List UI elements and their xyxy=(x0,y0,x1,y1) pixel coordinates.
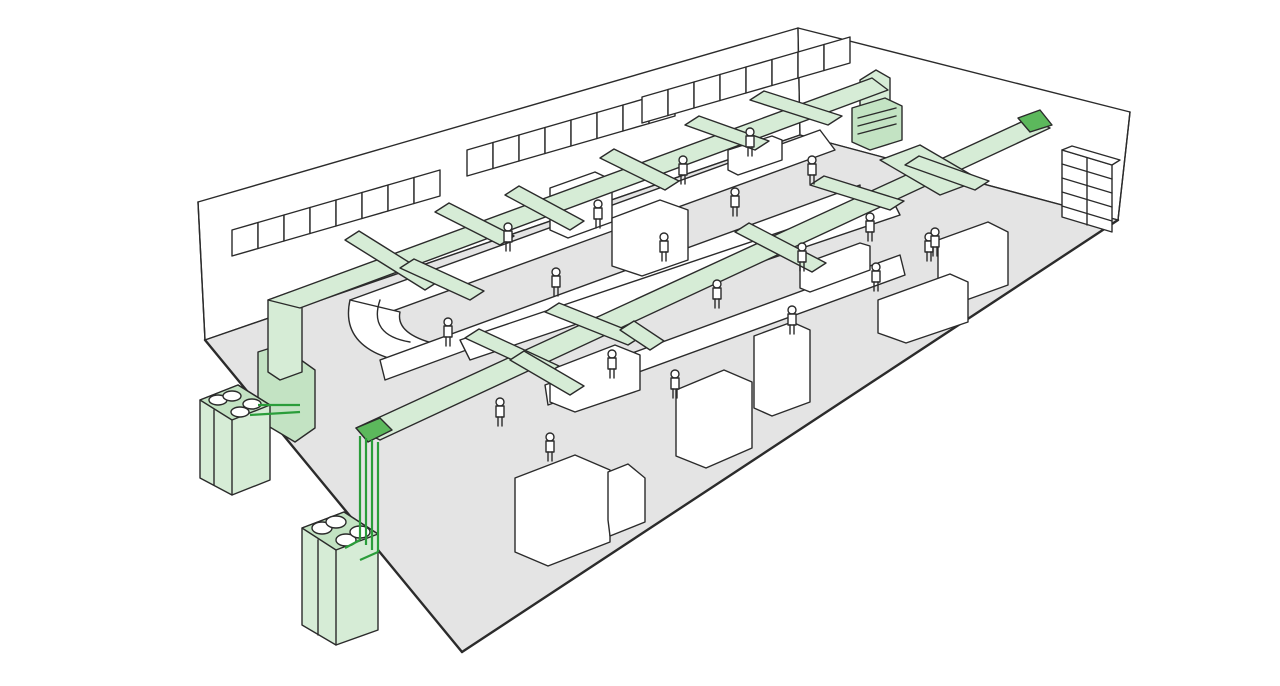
workers xyxy=(443,127,940,462)
worker-icon xyxy=(787,305,797,335)
duct-end-cap-right xyxy=(1017,109,1053,133)
worker-icon xyxy=(593,199,603,229)
worker-icon xyxy=(871,262,881,292)
worker-icon xyxy=(797,242,807,272)
condenser-unit-left xyxy=(199,384,271,496)
branch-ducts xyxy=(344,90,990,396)
wall-windows xyxy=(231,36,851,257)
worker-icon xyxy=(443,317,453,347)
worker-icon xyxy=(745,127,755,157)
duct-end-cap xyxy=(355,417,393,443)
air-handler-left xyxy=(257,291,316,443)
storage-rack xyxy=(1061,145,1121,233)
worker-icon xyxy=(659,232,669,262)
worker-icon xyxy=(930,227,940,257)
window-pane xyxy=(823,36,851,72)
branch-duct xyxy=(809,175,905,211)
branch-duct xyxy=(749,90,843,126)
worker-icon xyxy=(730,187,740,217)
branch-duct xyxy=(599,148,680,191)
worker-icon xyxy=(670,369,680,399)
window-pane xyxy=(413,169,441,205)
branch-duct xyxy=(619,320,665,351)
worker-icon xyxy=(551,267,561,297)
worker-icon xyxy=(712,279,722,309)
worker-icon xyxy=(545,432,555,462)
worker-icon xyxy=(495,397,505,427)
refrigerant-piping xyxy=(249,403,380,562)
worker-icon xyxy=(503,222,513,252)
branch-duct xyxy=(509,350,585,396)
branch-duct xyxy=(399,258,485,301)
branch-duct xyxy=(504,185,585,231)
packing-stations xyxy=(514,221,1009,567)
branch-duct xyxy=(904,155,990,191)
worker-icon xyxy=(865,212,875,242)
worker-icon xyxy=(607,349,617,379)
worker-icon xyxy=(807,155,817,185)
branch-duct xyxy=(434,202,515,246)
worker-icon xyxy=(678,155,688,185)
